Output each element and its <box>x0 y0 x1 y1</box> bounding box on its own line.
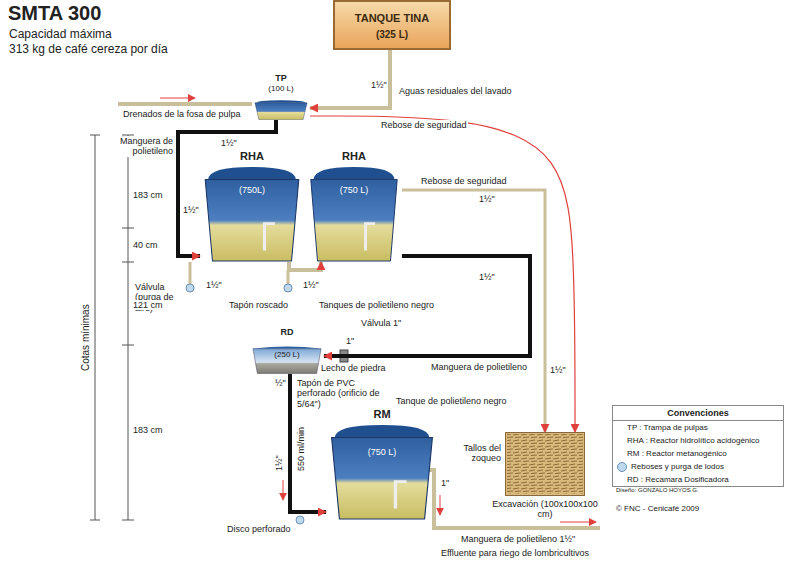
annotation-label: 1½" <box>549 365 567 375</box>
annotation-label: Drenados de la fosa de pulpa <box>122 109 242 119</box>
dimension-line <box>95 135 96 520</box>
annotation-label: 550 ml/min <box>296 426 306 472</box>
annotation-label: Effluente para riego de lombricultivos <box>440 548 590 558</box>
annotation-label: Válvula 1" <box>360 318 402 328</box>
annotation-label: 1½" <box>220 138 238 148</box>
annotation-label: 121 cm <box>132 300 164 310</box>
annotation-label: 1½" <box>478 194 496 204</box>
node-text: (750 L) <box>306 186 402 196</box>
plug-pipe <box>287 270 290 284</box>
perforated-disc <box>296 516 304 524</box>
pipe-connector <box>289 262 321 270</box>
hydrolytic-reactor: RHA (750L) <box>200 150 304 262</box>
annotation-label: 40 cm <box>132 240 159 250</box>
legend-entry: Reboses y purga de lodos <box>613 460 783 473</box>
tank-shape <box>200 166 304 262</box>
legend-text: RD : Recamara Dosificadora <box>627 475 729 484</box>
purge-valve <box>186 284 194 292</box>
stalks-fill <box>505 432 585 496</box>
annotation-label: ½" <box>274 378 287 388</box>
flow-arrow <box>283 480 284 500</box>
annotation-label: Tanque de polietileno negro <box>395 396 508 406</box>
tank-shape <box>252 100 310 120</box>
annotation-label: Tapón de PVC perforado (orificio de 5/64… <box>296 378 390 409</box>
flow-arrow <box>160 98 195 99</box>
node-heading: RM <box>326 408 438 420</box>
excavation-pit: Tallos del zoqueoExcavación (100x100x100… <box>505 432 585 496</box>
legend-text: RM : Reactor metanogénico <box>627 449 727 458</box>
node-text: (750 L) <box>326 448 438 458</box>
annotation-label: Manguera de polietileno 1½" <box>460 534 576 544</box>
node-text: (250 L) <box>250 351 324 360</box>
legend-text: Reboses y purga de lodos <box>631 462 724 471</box>
legend-entry: TP : Trampa de pulpas <box>613 421 783 434</box>
legend-entry: RM : Reactor metanogénico <box>613 447 783 460</box>
annotation-label: 1½" <box>274 454 284 472</box>
legend-heading: Convenciones <box>613 406 783 421</box>
annotation-label: Rebose de seguridad <box>420 176 508 186</box>
pulp-trap: TP(100 L) <box>252 74 310 120</box>
annotation-label: Cotas mínimas <box>80 303 92 372</box>
node-text: (100 L) <box>252 85 310 94</box>
dosing-chamber: RD (250 L) <box>250 326 324 374</box>
methanogenic-reactor: RM (750 L) <box>326 408 438 520</box>
tank-shape <box>306 166 402 262</box>
legend-box: Convenciones TP : Trampa de pulpasRHA : R… <box>612 405 784 487</box>
legend-text: TP : Trampa de pulpas <box>627 423 708 432</box>
node-heading: TANQUE TINA <box>335 12 449 24</box>
annotation-label: Capacidad máxima <box>8 28 113 42</box>
annotation-label: Lecho de piedra <box>320 363 387 373</box>
annotation-label: 1½" <box>478 272 496 282</box>
annotation-label: 1½" <box>302 280 320 290</box>
annotation-label: Rebose de seguridad <box>380 120 468 130</box>
legend-entry: RD : Recamara Dosificadora <box>613 473 783 486</box>
pipe-connector <box>310 50 390 108</box>
annotation-label: 1½" <box>370 80 388 90</box>
node-heading: RHA <box>200 150 304 162</box>
tank-shape <box>326 424 438 520</box>
node-text: (750L) <box>200 186 304 196</box>
annotation-label: Tanques de polietileno negro <box>318 300 435 310</box>
dimension-line <box>128 135 129 520</box>
node-text: Excavación (100x100x100 cm) <box>485 500 605 520</box>
flow-arrow <box>440 495 441 515</box>
annotation-label: 1" <box>345 336 355 346</box>
annotation-label: Aguas residuales del lavado <box>398 86 513 96</box>
node-heading: RD <box>250 328 324 338</box>
annotation-label: 1½" <box>205 280 223 290</box>
annotation-label: © FNC - Cenicafé 2009 <box>615 504 700 513</box>
legend-text: RHA : Reactor hidrolítico acidogénico <box>627 436 760 445</box>
annotation-label: Disco perforado <box>226 524 292 534</box>
annotation-label: Manguera de polietileno <box>430 362 528 372</box>
valve-pipe <box>189 262 192 284</box>
legend-swatch <box>617 462 627 472</box>
annotation-label: 1" <box>440 478 450 488</box>
tina-tank: TANQUE TINA (325 L) <box>333 0 451 50</box>
annotation-label: 1½" <box>182 205 200 215</box>
annotation-label: 183 cm <box>132 425 164 435</box>
diagram-title: SMTA 300 <box>8 2 101 25</box>
drain-pipe <box>118 102 252 106</box>
annotation-label: Tapón roscado <box>228 300 289 310</box>
threaded-plug <box>284 284 292 292</box>
node-heading: RHA <box>306 150 402 162</box>
flow-arrow <box>560 522 596 523</box>
node-text: (325 L) <box>335 29 449 40</box>
annotation-label: 313 kg de café cereza por día <box>8 43 169 57</box>
annotation-label: Diseño: GONZALO HOYOS G. <box>615 487 700 494</box>
hydrolytic-reactor: RHA (750 L) <box>306 150 402 262</box>
node-heading: TP <box>252 74 310 84</box>
annotation-label: Manguera de polietileno <box>100 136 174 157</box>
annotation-label: 183 cm <box>132 190 164 200</box>
node-heading: Tallos del zoqueo <box>441 444 501 464</box>
legend-entry: RHA : Reactor hidrolítico acidogénico <box>613 434 783 447</box>
